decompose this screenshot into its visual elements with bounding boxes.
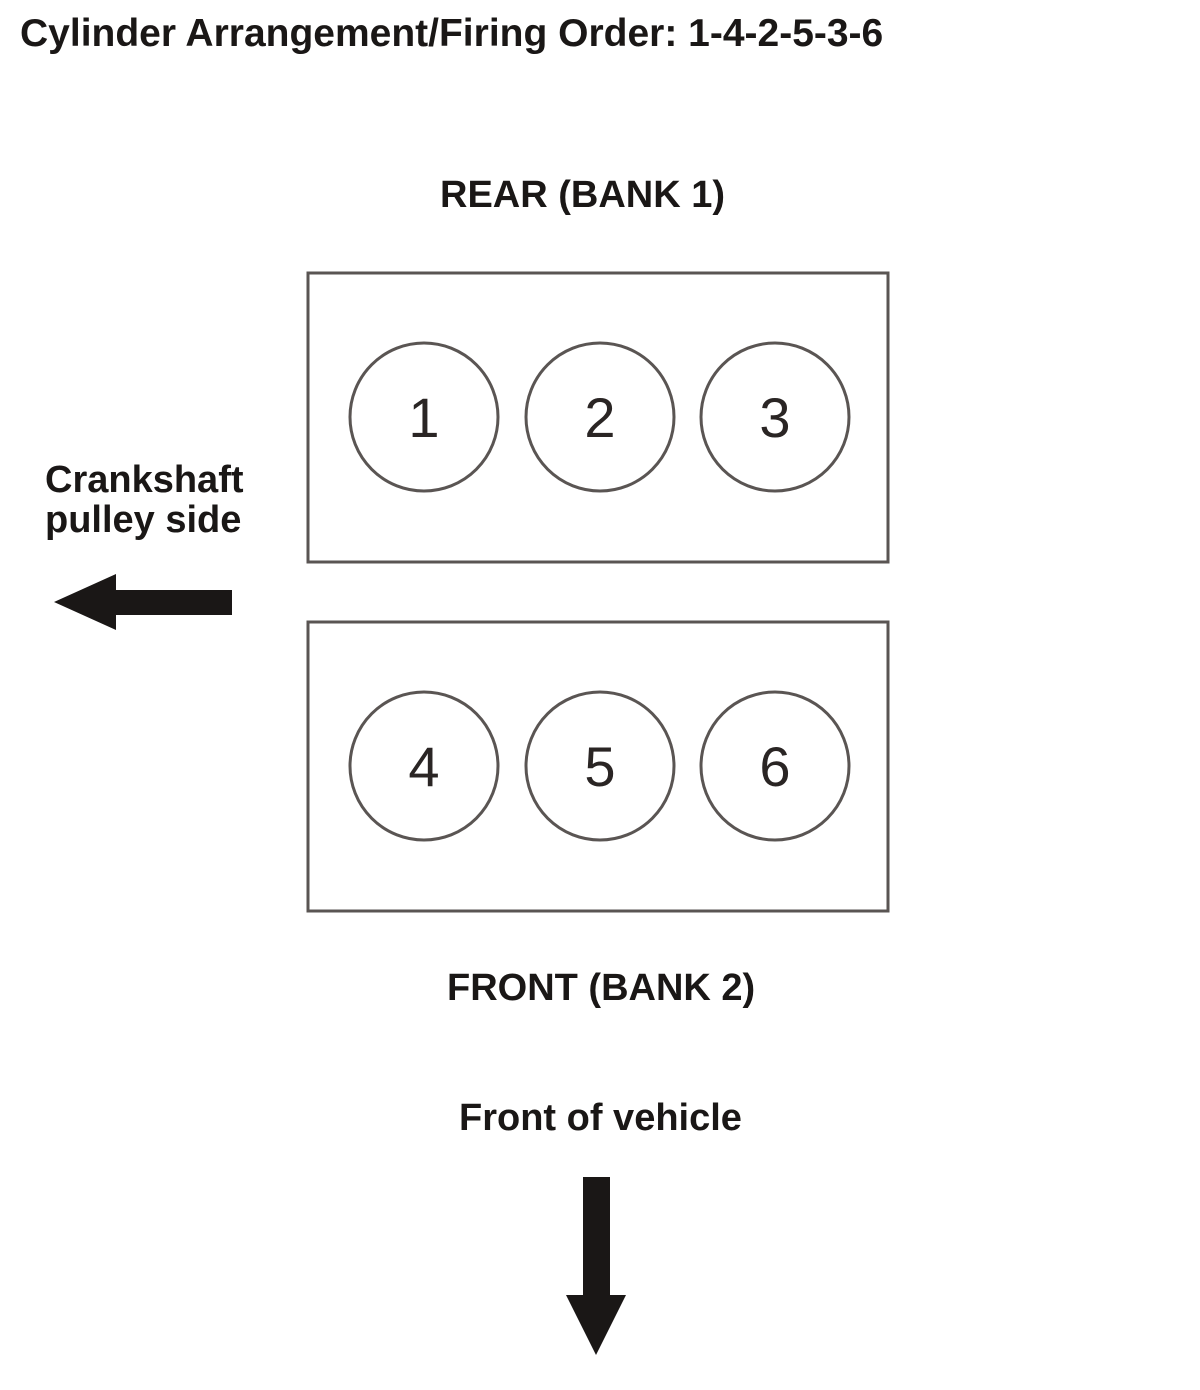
cylinder-6-circle [699, 690, 851, 842]
cylinder-3-circle [699, 341, 851, 493]
crankshaft-label-line1: Crankshaft [45, 459, 244, 501]
cylinder-2-circle [524, 341, 676, 493]
crankshaft-pulley-side-label: Crankshaft pulley side [45, 460, 244, 540]
cylinder-5-circle [524, 690, 676, 842]
rear-bank-label: REAR (BANK 1) [440, 174, 725, 216]
cylinder-6-number: 6 [759, 735, 790, 798]
front-bank-label: FRONT (BANK 2) [447, 967, 756, 1009]
page-title: Cylinder Arrangement/Firing Order: 1-4-2… [20, 12, 884, 55]
bank-2-block [306, 620, 890, 913]
cylinder-3-number: 3 [759, 386, 790, 449]
cylinder-1-number: 1 [408, 386, 439, 449]
arrow-down-icon [566, 1177, 626, 1355]
cylinder-4-circle [348, 690, 500, 842]
cylinder-5-number: 5 [584, 735, 615, 798]
crankshaft-label-line2: pulley side [45, 499, 242, 541]
arrow-left-icon [54, 574, 232, 630]
cylinder-1-circle [348, 341, 500, 493]
bank-1-block [306, 271, 890, 564]
cylinder-2-number: 2 [584, 386, 615, 449]
cylinder-4-number: 4 [408, 735, 439, 798]
front-of-vehicle-label: Front of vehicle [459, 1097, 742, 1139]
